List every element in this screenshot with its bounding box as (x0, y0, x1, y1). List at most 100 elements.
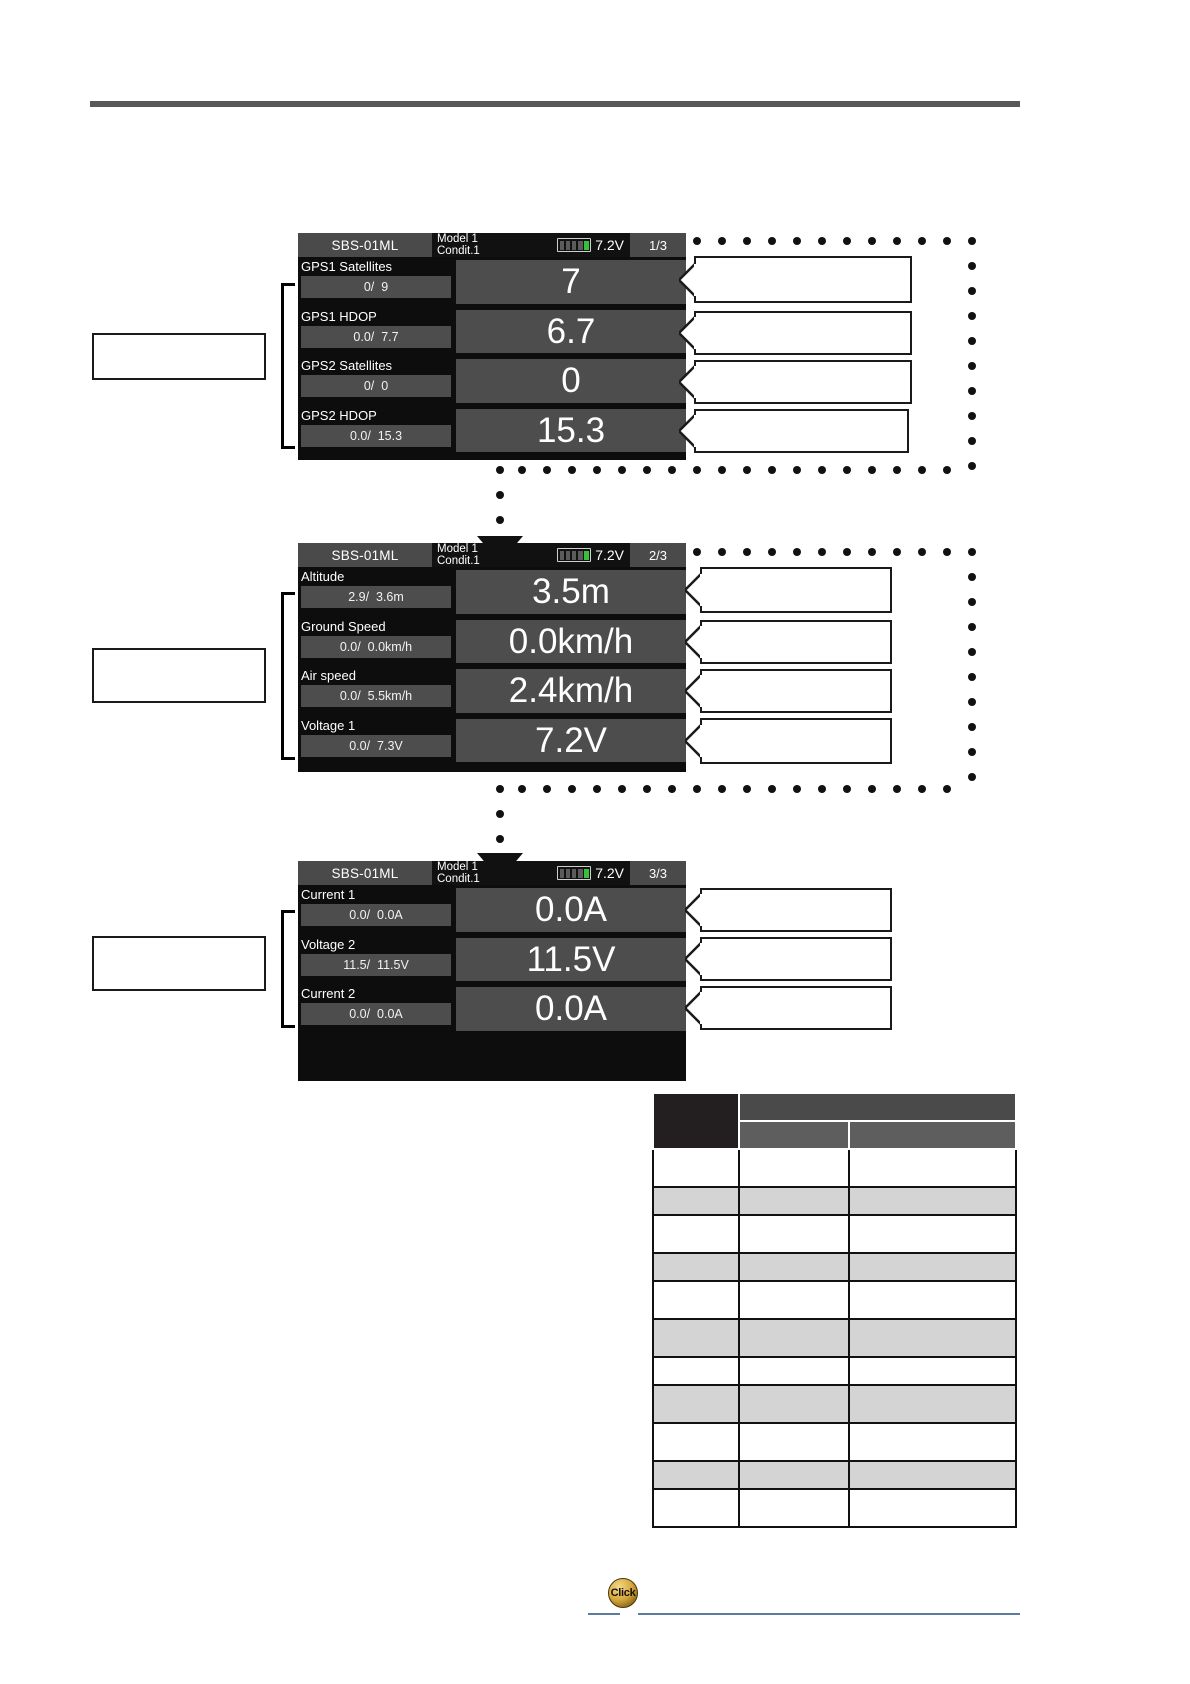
table-row (652, 1252, 1017, 1282)
table-cell (848, 1384, 1017, 1424)
telemetry-row[interactable]: Current 2 0.0/ 0.0A 0.0A (298, 984, 686, 1033)
callout-beak-icon (685, 724, 702, 758)
table-cell (848, 1318, 1017, 1358)
table-cell (848, 1252, 1017, 1282)
table-row (652, 1318, 1017, 1358)
model-name: Model 1 (437, 543, 478, 555)
table-cell (738, 1252, 850, 1282)
callout-2-1 (685, 567, 892, 613)
page-indicator[interactable]: 1/3 (630, 233, 686, 257)
model-name: Model 1 (437, 861, 478, 873)
table-cell (738, 1384, 850, 1424)
sensor-value: 15.3 (456, 408, 686, 452)
callout-1-2 (679, 311, 912, 355)
table-cell (848, 1422, 1017, 1462)
lcd-title-bar: SBS-01ML Model 1 Condit.1 7.2V 2/3 (298, 543, 686, 567)
table-row (652, 1148, 1017, 1188)
note-box-1 (92, 333, 266, 380)
telemetry-row-list: GPS1 Satellites 0/ 9 7 GPS1 HDOP 0.0/ 7.… (298, 257, 686, 454)
callout-3-3 (685, 986, 892, 1030)
telemetry-row[interactable]: Voltage 2 11.5/ 11.5V 11.5V (298, 934, 686, 984)
table-cell (652, 1384, 740, 1424)
battery-status: 7.2V (557, 861, 630, 885)
telemetry-row[interactable]: Voltage 1 0.0/ 7.3V 7.2V (298, 715, 686, 764)
telemetry-row[interactable]: Altitude 2.9/ 3.6m 3.5m (298, 567, 686, 616)
battery-status: 7.2V (557, 543, 630, 567)
table-cell (738, 1214, 850, 1254)
sensor-value: 0.0A (456, 888, 686, 932)
callout-1-4 (679, 409, 909, 453)
sensor-label: GPS1 HDOP (298, 306, 454, 326)
table-header-cell (652, 1092, 740, 1150)
table-cell (738, 1356, 850, 1386)
page-indicator[interactable]: 3/3 (630, 861, 686, 885)
telemetry-row-left: GPS2 HDOP 0.0/ 15.3 (298, 405, 454, 455)
table-cell (652, 1148, 740, 1188)
sensor-label: Voltage 2 (298, 934, 454, 954)
table-row (652, 1384, 1017, 1424)
sensor-value: 0 (456, 359, 686, 403)
table-cell (652, 1186, 740, 1216)
telemetry-row-left: Voltage 2 11.5/ 11.5V (298, 934, 454, 984)
battery-voltage-label: 7.2V (595, 547, 624, 563)
table-cell (848, 1488, 1017, 1528)
sensor-minmax: 0.0/ 0.0A (301, 1003, 451, 1025)
sensor-label: Ground Speed (298, 616, 454, 636)
table-cell (652, 1356, 740, 1386)
table-row (652, 1356, 1017, 1386)
table-cell (848, 1214, 1017, 1254)
table-cell (848, 1148, 1017, 1188)
callout-3-2 (685, 937, 892, 981)
footer-rule-left (588, 1613, 620, 1615)
device-name-label: SBS-01ML (298, 861, 432, 885)
page-indicator[interactable]: 2/3 (630, 543, 686, 567)
table-cell (652, 1280, 740, 1320)
telemetry-row[interactable]: GPS2 HDOP 0.0/ 15.3 15.3 (298, 405, 686, 455)
table-row (652, 1186, 1017, 1216)
telemetry-row[interactable]: GPS2 Satellites 0/ 0 0 (298, 356, 686, 405)
click-badge[interactable]: Click (608, 1578, 638, 1608)
model-name: Model 1 (437, 233, 478, 245)
telemetry-row-left: Altitude 2.9/ 3.6m (298, 567, 454, 616)
table-cell (738, 1280, 850, 1320)
click-badge-label: Click (610, 1587, 636, 1599)
telemetry-row-list: Altitude 2.9/ 3.6m 3.5m Ground Speed 0.0… (298, 567, 686, 764)
device-name-label: SBS-01ML (298, 233, 432, 257)
sensor-minmax: 2.9/ 3.6m (301, 586, 451, 608)
callout-beak-icon (685, 893, 702, 927)
table-cell (848, 1356, 1017, 1386)
telemetry-row-left: Air speed 0.0/ 5.5km/h (298, 666, 454, 715)
table-cell (848, 1460, 1017, 1490)
telemetry-row[interactable]: Current 1 0.0/ 0.0A 0.0A (298, 885, 686, 934)
callout-beak-icon (679, 262, 696, 297)
table-cell (738, 1148, 850, 1188)
sensor-value: 2.4km/h (456, 669, 686, 713)
sensor-minmax: 0/ 9 (301, 276, 451, 298)
battery-voltage-label: 7.2V (595, 237, 624, 253)
model-condition-label: Model 1 Condit.1 (432, 233, 557, 257)
telemetry-row-left: Ground Speed 0.0/ 0.0km/h (298, 616, 454, 666)
sensor-label: Voltage 1 (298, 715, 454, 735)
table-cell (738, 1186, 850, 1216)
callout-beak-icon (685, 573, 702, 607)
sensor-minmax: 11.5/ 11.5V (301, 953, 451, 976)
callout-2-4 (685, 718, 892, 764)
sensor-label: Current 1 (298, 885, 454, 904)
telemetry-row-left: Current 2 0.0/ 0.0A (298, 984, 454, 1033)
model-condition-label: Model 1 Condit.1 (432, 543, 557, 567)
battery-icon (557, 238, 592, 252)
telemetry-row[interactable]: GPS1 Satellites 0/ 9 7 (298, 257, 686, 306)
table-header-cell (738, 1092, 1017, 1122)
telemetry-row[interactable]: GPS1 HDOP 0.0/ 7.7 6.7 (298, 306, 686, 355)
lcd-title-bar: SBS-01ML Model 1 Condit.1 7.2V 1/3 (298, 233, 686, 257)
table-cell (738, 1422, 850, 1462)
table-row (652, 1488, 1017, 1528)
table-subheader-row (653, 1120, 1017, 1150)
telemetry-row[interactable]: Air speed 0.0/ 5.5km/h 2.4km/h (298, 666, 686, 715)
table-cell (738, 1488, 850, 1528)
telemetry-row[interactable]: Ground Speed 0.0/ 0.0km/h 0.0km/h (298, 616, 686, 666)
battery-status: 7.2V (557, 233, 630, 257)
telemetry-screen-2: SBS-01ML Model 1 Condit.1 7.2V 2/3 Altit… (298, 543, 686, 772)
callout-2-3 (685, 669, 892, 713)
sensor-value: 6.7 (456, 309, 686, 353)
